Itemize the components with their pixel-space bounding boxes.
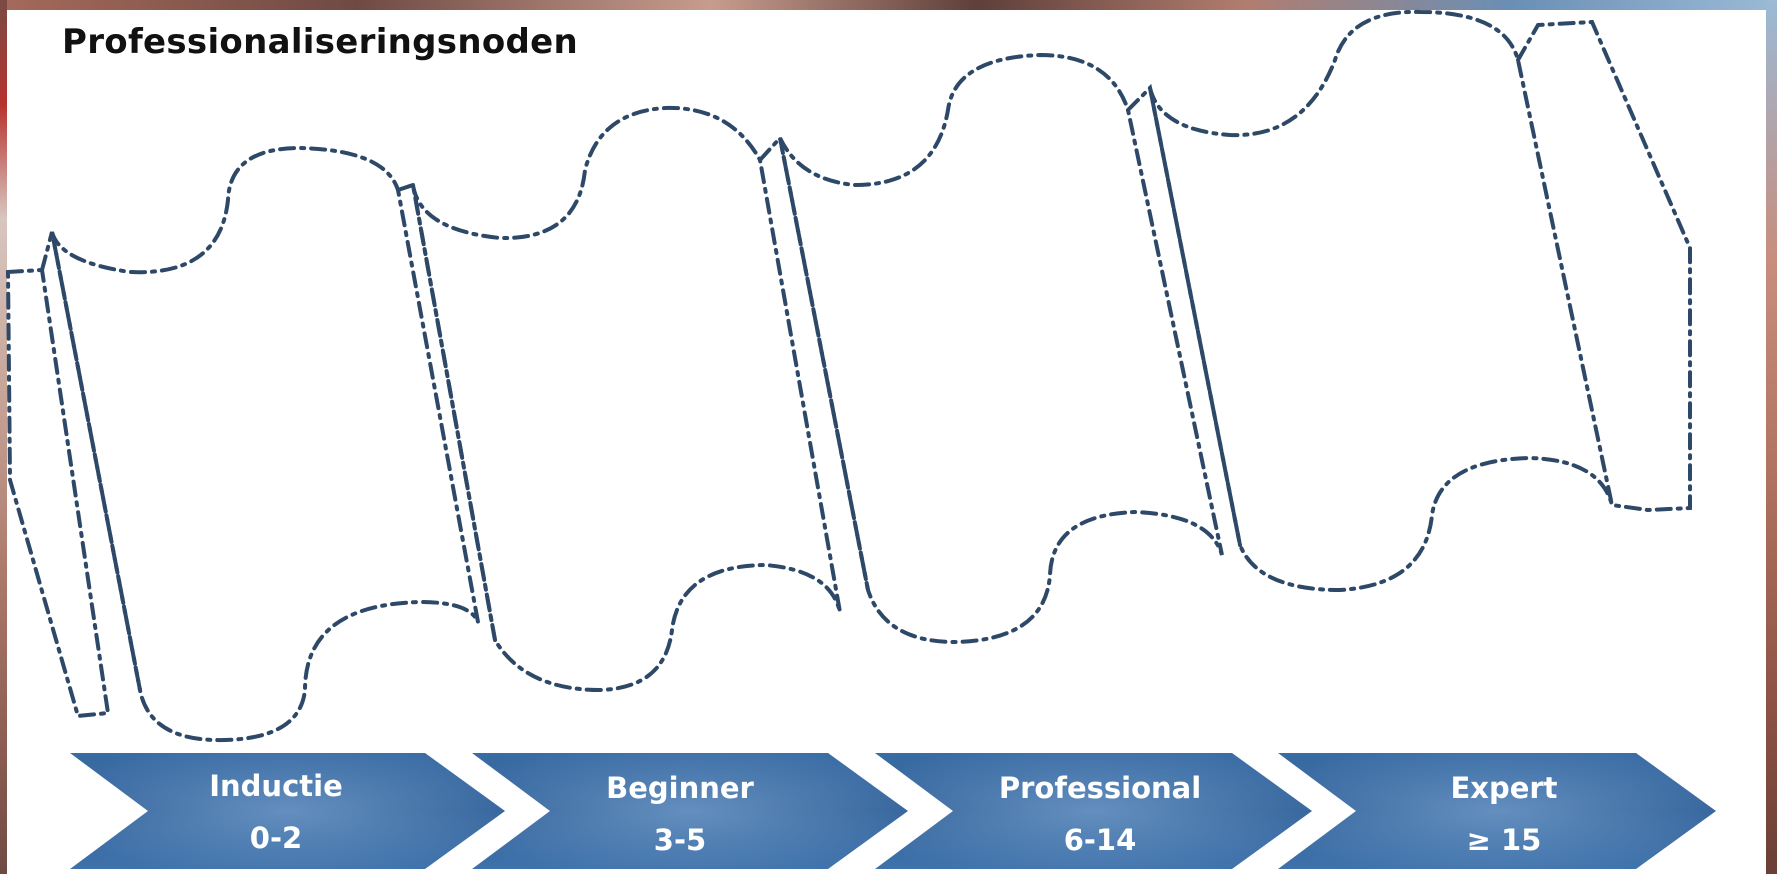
stage-range-beginner: 3-5: [653, 823, 707, 857]
node-outline-2: [396, 105, 842, 693]
background-photo-strip-right: [1766, 0, 1777, 874]
stage-name-expert: Expert: [1450, 771, 1558, 805]
stage-name-beginner: Beginner: [606, 771, 754, 805]
page-title: Professionaliseringsnoden: [62, 22, 579, 62]
stage-name-professional: Professional: [998, 771, 1202, 805]
node-outline-4: [1126, 9, 1692, 593]
stage-range-professional: 6-14: [1063, 823, 1137, 857]
stage-name-inductie: Inductie: [209, 769, 343, 803]
node-outline-3: [758, 52, 1224, 645]
node-outline-1: [5, 145, 480, 743]
stage-chevrons: [70, 753, 1716, 869]
stage-range-expert: ≥ 15: [1466, 823, 1542, 857]
stage-range-inductie: 0-2: [249, 821, 303, 855]
background-photo-strip-left: [0, 0, 7, 874]
background-photo-strip-top: [0, 0, 1777, 10]
